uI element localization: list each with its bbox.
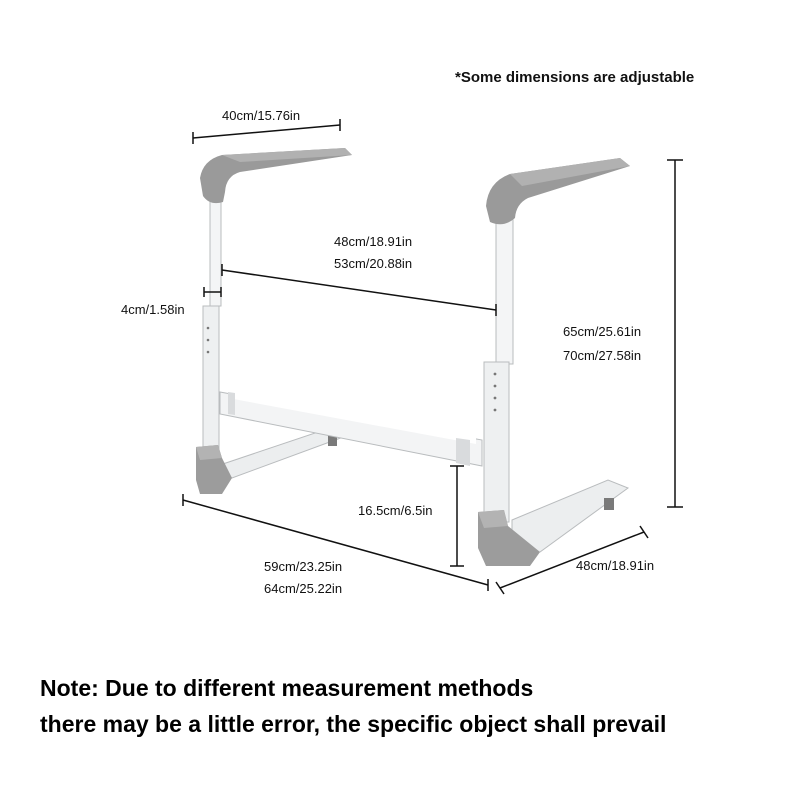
base-width-dimension-line bbox=[182, 499, 489, 586]
right-armrest bbox=[486, 158, 630, 225]
right-upright bbox=[483, 213, 514, 523]
base-depth-label: 48cm/18.91in bbox=[576, 558, 654, 573]
right-foot bbox=[478, 479, 630, 566]
inner-width-max-label: 53cm/20.88in bbox=[334, 256, 412, 271]
adjustable-note: *Some dimensions are adjustable bbox=[455, 69, 694, 86]
base-width-min-label: 59cm/23.25in bbox=[264, 559, 342, 574]
left-upright bbox=[196, 195, 232, 494]
inner-width-min-label: 48cm/18.91in bbox=[334, 234, 412, 249]
cross-bar bbox=[219, 391, 483, 467]
armrest-length-label: 40cm/15.76in bbox=[222, 108, 300, 123]
inner-width-dimension-line bbox=[221, 269, 497, 311]
note-line-2: there may be a little error, the specifi… bbox=[40, 711, 667, 737]
left-armrest bbox=[200, 148, 352, 204]
height-max-label: 70cm/27.58in bbox=[563, 348, 641, 363]
crossbar-height-label: 16.5cm/6.5in bbox=[358, 503, 432, 518]
base-width-max-label: 64cm/25.22in bbox=[264, 581, 342, 596]
height-min-label: 65cm/25.61in bbox=[563, 324, 641, 339]
base-depth-dimension-line bbox=[499, 531, 645, 589]
toilet-safety-rail bbox=[196, 148, 630, 566]
armrest-dimension-line bbox=[192, 124, 341, 139]
note-line-1: Note: Due to different measurement metho… bbox=[40, 675, 534, 701]
dimension-lines bbox=[182, 119, 683, 595]
tube-diameter-label: 4cm/1.58in bbox=[121, 302, 185, 317]
